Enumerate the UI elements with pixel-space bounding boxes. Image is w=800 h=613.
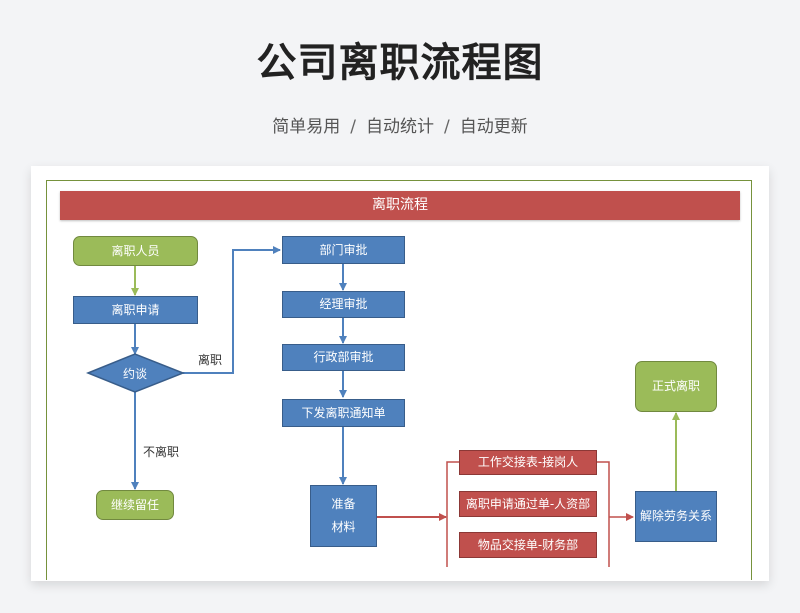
subtitle-separator: /	[444, 117, 450, 137]
subtitle-item: 简单易用	[272, 117, 341, 137]
node-label: 离职申请	[111, 302, 160, 317]
connector-interview-to-department	[183, 246, 281, 374]
node-label: 正式离职	[651, 379, 700, 394]
node-label: 解除劳务关系	[639, 509, 712, 524]
node-issue-notice[interactable]: 下发离职通知单	[282, 399, 405, 427]
diagram-header: 离职流程	[60, 191, 740, 220]
node-label-line1: 准备	[331, 497, 356, 512]
edge-label-resign: 离职	[198, 353, 223, 367]
node-prepare-materials[interactable]: 准备 材料	[310, 485, 377, 547]
node-items-handover[interactable]: 物品交接单-财务部	[459, 532, 597, 558]
node-formal-resignation[interactable]: 正式离职	[635, 361, 717, 412]
edge-label-not-resign: 不离职	[143, 445, 180, 459]
node-manager-approval[interactable]: 经理审批	[282, 291, 405, 318]
interview-diamond[interactable]	[85, 353, 186, 393]
page-title: 公司离职流程图	[256, 40, 544, 86]
node-label: 物品交接单-财务部	[477, 537, 579, 552]
node-label: 工作交接表-接岗人	[477, 455, 579, 470]
node-resigning-person[interactable]: 离职人员	[73, 236, 198, 266]
node-label: 下发离职通知单	[301, 405, 386, 420]
node-label: 继续留任	[110, 497, 159, 512]
node-department-approval[interactable]: 部门审批	[282, 236, 405, 264]
node-resignation-application[interactable]: 离职申请	[73, 296, 198, 324]
interview-label: 约谈	[122, 367, 147, 381]
page-subtitle: 简单易用 / 自动统计 / 自动更新	[0, 112, 800, 137]
node-label: 离职申请通过单-人资部	[465, 496, 591, 511]
node-label-line2: 材料	[331, 520, 356, 534]
node-handover-form[interactable]: 工作交接表-接岗人	[459, 450, 597, 475]
subtitle-separator: /	[350, 117, 356, 137]
node-approval-form[interactable]: 离职申请通过单-人资部	[459, 491, 597, 517]
diagram-frame	[46, 180, 752, 580]
subtitle-item: 自动更新	[459, 117, 528, 137]
node-label: 行政部审批	[313, 350, 374, 365]
documents-left-bracket	[446, 461, 459, 567]
node-terminate-contract[interactable]: 解除劳务关系	[635, 491, 717, 542]
node-continue-employment[interactable]: 继续留任	[96, 490, 174, 520]
node-admin-approval[interactable]: 行政部审批	[282, 344, 405, 371]
node-label: 部门审批	[319, 242, 368, 257]
node-label: 离职人员	[111, 243, 160, 258]
node-label: 经理审批	[319, 297, 368, 312]
subtitle-item: 自动统计	[366, 117, 434, 137]
documents-right-bracket	[597, 461, 610, 567]
